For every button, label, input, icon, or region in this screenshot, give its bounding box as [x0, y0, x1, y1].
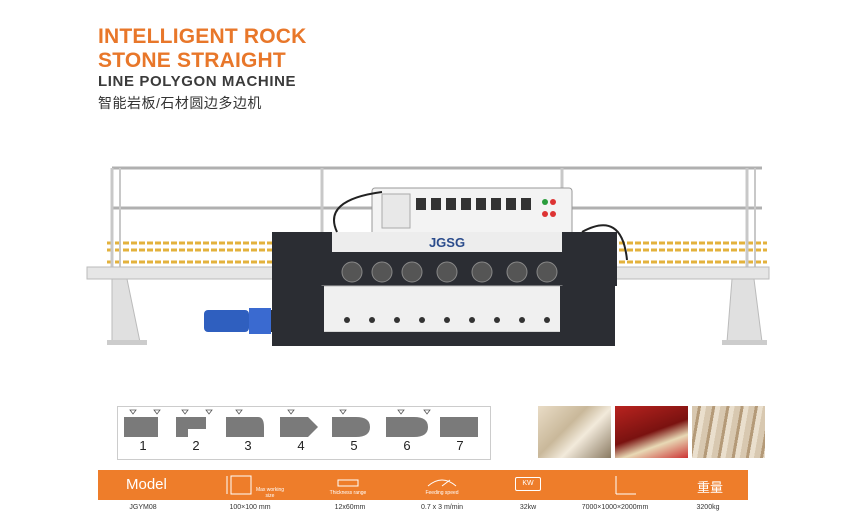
value-power: 32kw: [519, 504, 537, 511]
value-size: 100×100 mm: [229, 504, 271, 511]
product-photo-slabs: [538, 406, 611, 458]
spec-table-header: [98, 470, 748, 500]
machine-illustration: JGSG: [86, 166, 770, 346]
edge-profile-strip: [117, 406, 491, 460]
profile-label-6: 6: [403, 438, 411, 453]
product-photo-stack: [692, 406, 765, 458]
title-line-1: INTELLIGENT ROCK: [98, 25, 307, 48]
dimensions-icon: [615, 476, 636, 495]
title-line-3: LINE POLYGON MACHINE: [98, 73, 297, 90]
brand-logo: JGSG: [429, 235, 465, 250]
profile-label-3: 3: [244, 438, 252, 453]
drive-motor: [204, 310, 249, 332]
model-label: Model: [126, 476, 167, 493]
value-model: JGYM08: [129, 504, 157, 511]
power-icon: KW: [515, 477, 541, 491]
speed-caption: Feeding speed: [425, 490, 459, 496]
working-size-caption: Max working size: [255, 487, 285, 499]
weight-label: 重量: [697, 480, 724, 495]
value-thickness: 12x60mm: [334, 504, 366, 511]
value-dimensions: 7000×1000×2000mm: [581, 504, 649, 511]
product-photo-edge: [615, 406, 688, 458]
title-chinese: 智能岩板/石材圆边多边机: [98, 95, 262, 111]
thickness-icon: [337, 479, 359, 487]
profile-label-4: 4: [297, 438, 305, 453]
profile-label-2: 2: [192, 438, 200, 453]
speed-icon: [427, 479, 457, 487]
profile-label-1: 1: [139, 438, 147, 453]
value-weight: 3200kg: [696, 504, 720, 511]
thickness-caption: Thickness range: [329, 490, 367, 496]
profile-label-5: 5: [350, 438, 358, 453]
edge-profile-shapes: [124, 409, 478, 437]
value-speed: 0.7 x 3 m/min: [420, 504, 463, 511]
working-size-icon: [226, 475, 252, 495]
title-line-2: STONE STRAIGHT: [98, 49, 286, 72]
profile-label-7: 7: [456, 438, 464, 453]
